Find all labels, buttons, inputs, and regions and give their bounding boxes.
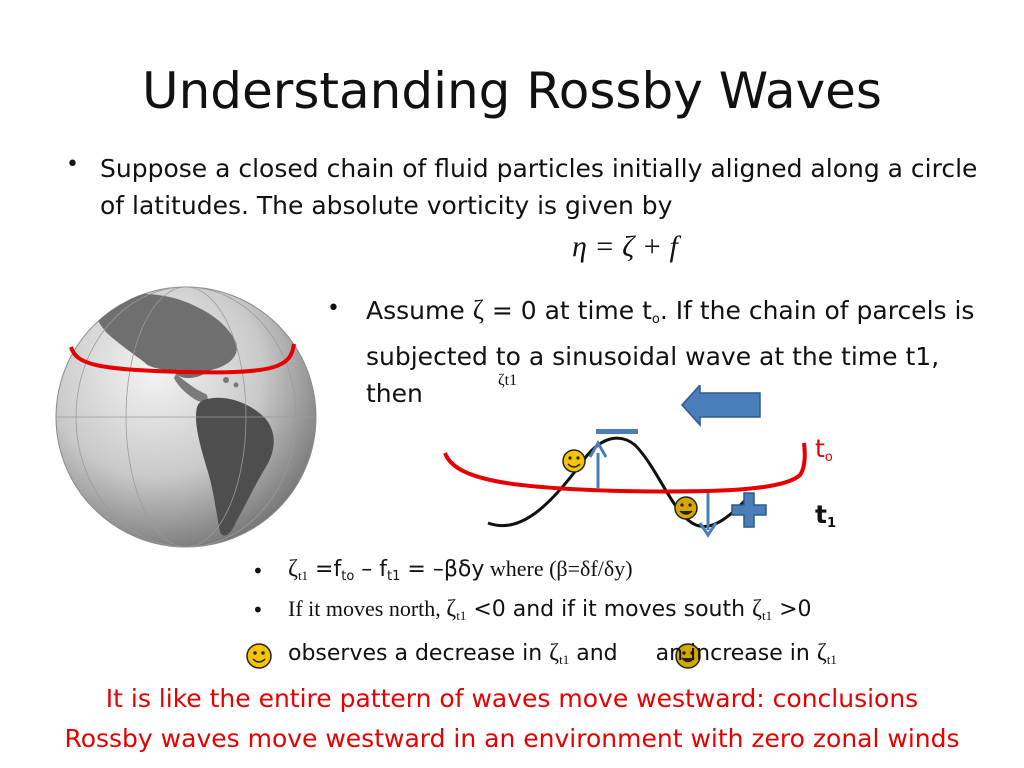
- to-curve: [443, 442, 807, 494]
- bullet-observes: observes a decrease in ζt1 and an increa…: [288, 640, 837, 667]
- conclusion-line-1: It is like the entire pattern of waves m…: [105, 684, 919, 713]
- plus-sign-icon: [731, 492, 767, 528]
- wave-diagram: [443, 385, 807, 538]
- bullet-text-chain: Suppose a closed chain of fluid particle…: [100, 154, 978, 220]
- vorticity-equation: η = ζ + f: [572, 230, 678, 263]
- bullet-marker: •: [252, 559, 264, 583]
- t1-label: t1: [815, 500, 836, 531]
- globe-image: [55, 286, 317, 548]
- grinning-face-icon: [675, 643, 701, 669]
- zeta-symbol: ζ: [472, 295, 484, 325]
- bullet-text-assume: Assume ζ = 0 at time to. If the chain of…: [366, 292, 986, 412]
- conclusion-line-2: Rossby waves move westward in an environ…: [64, 724, 960, 753]
- up-arrow-icon: [588, 439, 608, 458]
- bullet-marker: •: [66, 152, 79, 177]
- bullet-marker: •: [327, 296, 340, 321]
- bullet-zeta-formula: ζt1 =fto – ft1 = –βδy where (β=δf/δy): [288, 556, 633, 584]
- grinning-face-icon: [674, 496, 698, 520]
- to-label: to: [815, 434, 833, 465]
- down-arrow-icon: [698, 522, 718, 538]
- assume-post: . If the chain of parcels is subjected t…: [366, 296, 975, 408]
- smiley-face-icon: [562, 449, 586, 473]
- bullet-marker: •: [252, 598, 264, 622]
- assume-pre: Assume: [366, 296, 473, 325]
- page-title: Understanding Rossby Waves: [142, 62, 882, 120]
- assume-mid: = 0 at time t: [483, 296, 652, 325]
- bullet-north-south: If it moves north, ζt1 <0 and if it move…: [288, 596, 812, 623]
- minus-sign-icon: [596, 429, 638, 434]
- smiley-face-icon: [246, 643, 272, 669]
- zeta-t1-overlap-label: ζt1: [498, 372, 518, 389]
- west-arrow-icon: [680, 385, 761, 427]
- t1-wave-curve: [487, 436, 752, 528]
- time-subscript: o: [651, 312, 660, 327]
